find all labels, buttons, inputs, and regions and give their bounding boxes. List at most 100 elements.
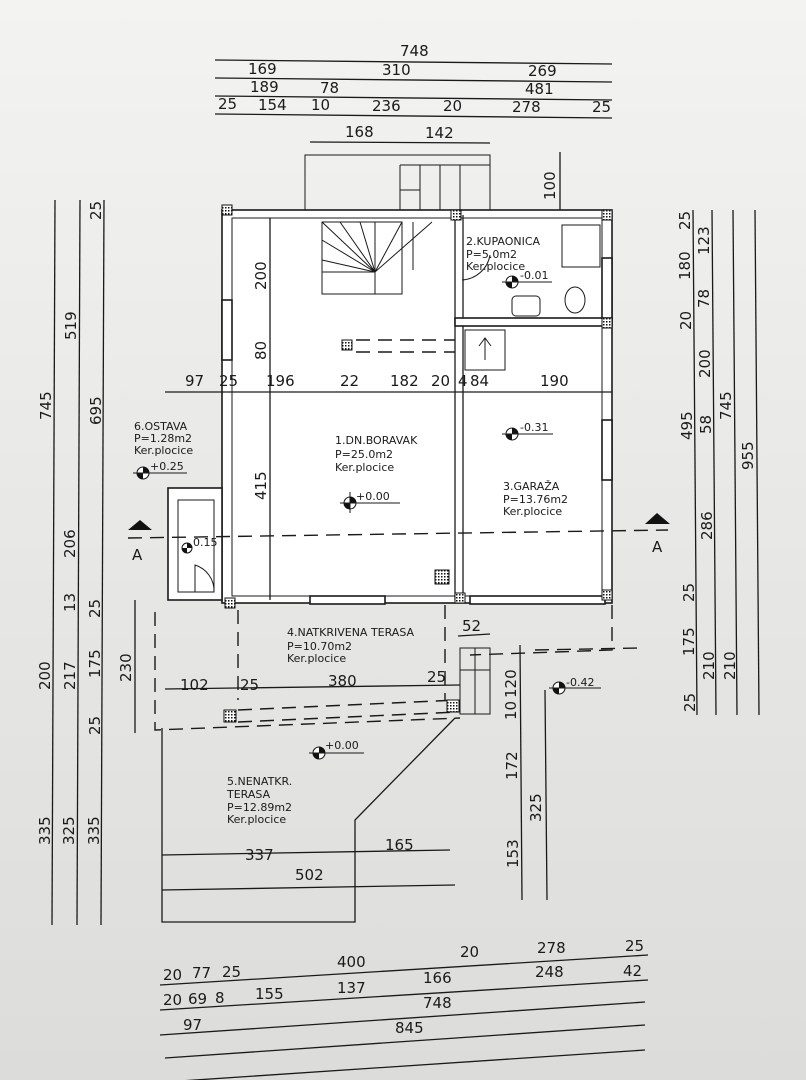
dim-text: 25: [86, 599, 104, 618]
level-marker-icon: [502, 427, 553, 441]
level-marker-icon: [309, 746, 364, 760]
terraces: 102 25 380 25 52 230 337 165 502: [117, 600, 613, 923]
dim-text: 325: [527, 793, 545, 822]
dim-text: 210: [721, 651, 739, 680]
dim-text: 180: [676, 251, 694, 280]
dim-text: 20: [431, 372, 450, 390]
section-label: A: [132, 546, 143, 564]
level-value: -0.42: [566, 676, 594, 689]
dim-text: 20: [163, 966, 182, 984]
dim-text: 748: [423, 994, 452, 1012]
dim-text: 169: [248, 60, 277, 78]
dim-text: 175: [680, 627, 698, 656]
room-name: 3.GARAŽA: [503, 480, 560, 493]
room-labels: 1.DN.BORAVAK P=25.0m2 Ker.plocice 2.KUPA…: [134, 235, 568, 826]
dim-text: 200: [696, 349, 714, 378]
dim-text: 78: [320, 79, 339, 97]
shower-tray: [561, 224, 601, 268]
dim-text: 20: [677, 311, 695, 330]
dim-text: 310: [382, 61, 411, 79]
dim-text: 22: [340, 372, 359, 390]
level-marker-icon: [549, 681, 601, 695]
toilet: [564, 286, 586, 314]
room-area: P=5.0m2: [466, 248, 517, 261]
dim-text: 10: [502, 701, 520, 720]
dim-text: 120: [502, 669, 520, 698]
dim-text: 695: [87, 396, 105, 425]
dim-text: 20: [460, 943, 479, 961]
sink: [511, 295, 541, 317]
dim-text: 335: [36, 816, 54, 845]
dim-text: 210: [700, 651, 718, 680]
level-marker-icon: [502, 275, 552, 289]
dim-text: 20: [443, 97, 462, 115]
room-floor: Ker.plocice: [287, 652, 346, 665]
section-arrow-icon: [128, 520, 152, 530]
level-markers: +0.00 -0.01 -0.31 +0.25 0.15 +0.00 -0.42: [133, 269, 601, 760]
level-value: +0.25: [150, 460, 184, 473]
dim-text: 286: [698, 511, 716, 540]
dim-text: 236: [372, 97, 401, 115]
dim-text: 337: [245, 846, 274, 864]
dim-text: 190: [540, 372, 569, 390]
dim-text: 380: [328, 672, 357, 690]
level-value: +0.00: [325, 739, 359, 752]
dim-text: 25: [87, 201, 105, 220]
dim-text: 175: [86, 649, 104, 678]
dim-text: 4: [458, 372, 468, 390]
dim-text: 58: [697, 415, 715, 434]
dim-text: 230: [117, 653, 135, 682]
dim-text: 325: [60, 816, 78, 845]
room-floor: Ker.plocice: [466, 260, 525, 273]
right-dimensions: 25 180 20 495 25 175 25 123 78 200 58 28…: [676, 209, 760, 716]
dim-text: 845: [395, 1019, 424, 1037]
dim-text: 481: [525, 80, 554, 98]
level-value: -0.31: [520, 421, 548, 434]
dim-text: 142: [425, 124, 454, 142]
interior-dimensions: 97 25 196 22 182 20 4 84 190 200 80 415: [165, 218, 612, 600]
room-name: TERASA: [226, 788, 271, 801]
room-area: P=13.76m2: [503, 493, 568, 506]
room-name: 5.NENATKR.: [227, 775, 292, 788]
dim-text: 196: [266, 372, 295, 390]
room-area: P=25.0m2: [335, 448, 393, 461]
level-value: +0.00: [356, 490, 390, 503]
room-area: P=1.28m2: [134, 432, 192, 445]
room-name: 2.KUPAONICA: [466, 235, 541, 248]
dim-text: 745: [717, 391, 735, 420]
dim-text: 155: [255, 985, 284, 1003]
level-value: -0.01: [520, 269, 548, 282]
room-name: 6.OSTAVA: [134, 420, 188, 433]
room-floor: Ker.plocice: [134, 444, 193, 457]
dim-text: 52: [462, 617, 481, 635]
room-name: 1.DN.BORAVAK: [335, 434, 418, 447]
dim-text: 745: [37, 391, 55, 420]
dim-text: 137: [337, 979, 366, 997]
dim-text: 100: [541, 171, 559, 200]
section-arrow-icon: [645, 513, 670, 524]
dim-text: 278: [512, 98, 541, 116]
lower-right-dimensions: 120 10 172 153 325: [502, 644, 641, 901]
dim-text: 502: [295, 866, 324, 884]
dim-text: 25: [681, 693, 699, 712]
step: [464, 329, 506, 371]
dim-text: 123: [695, 226, 713, 255]
dim-text: 154: [258, 96, 287, 114]
dim-text: 84: [470, 372, 489, 390]
dim-text: 97: [185, 372, 204, 390]
section-label: A: [652, 538, 663, 556]
dim-text: 25: [218, 95, 237, 113]
level-marker-icon: [340, 492, 400, 513]
room-floor: Ker.plocice: [503, 505, 562, 518]
level-marker-icon: [133, 466, 187, 480]
dim-text: 217: [61, 661, 79, 690]
dim-text: 78: [695, 289, 713, 308]
room-area: P=10.70m2: [287, 640, 352, 653]
dim-text: 153: [504, 839, 522, 868]
dim-text: 69: [188, 990, 207, 1008]
dim-text: 77: [192, 964, 211, 982]
dim-text: 8: [215, 989, 225, 1007]
left-dimensions: 745 200 335 519 206 13 217 325 25 695 25…: [36, 199, 105, 926]
dim-text: 955: [739, 441, 757, 470]
